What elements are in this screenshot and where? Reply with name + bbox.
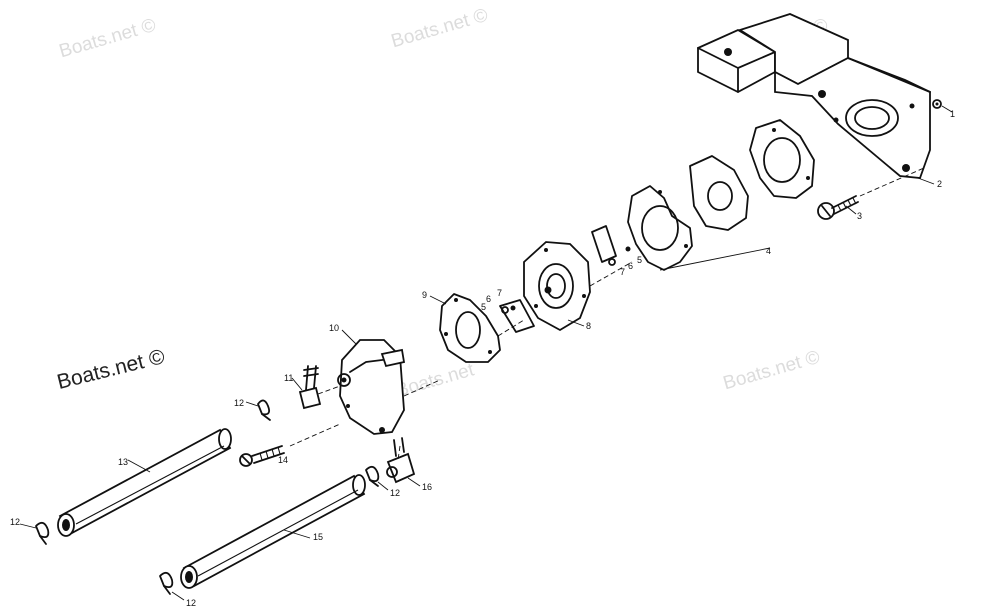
callout-8: 8 [586,321,592,331]
callout-11: 11 [284,373,294,383]
callout-9: 9 [422,290,428,300]
fuel-hose-long [180,474,366,589]
callout-7: 7 [497,288,503,298]
callout-5: 5 [481,302,487,312]
pump-housing [337,339,406,435]
callout-5: 5 [637,255,643,265]
gasket-set [627,119,815,271]
callout-1: 1 [950,109,956,119]
callout-7: 7 [620,267,626,277]
mounting-bracket [697,13,931,179]
pin-spring-hardware [499,225,631,333]
callout-10: 10 [329,323,340,333]
hose-clamp [257,399,271,421]
callout-15: 15 [313,532,324,542]
callout-2: 2 [937,179,943,189]
callout-6: 6 [628,261,634,271]
nut [932,99,942,109]
hose-clamp [365,465,380,487]
hose-clamp [159,571,174,595]
callout-12: 12 [390,488,401,498]
callout-14: 14 [278,455,289,465]
elbow-fitting [298,365,322,410]
hose-clamp [35,521,50,545]
callout-12: 12 [10,517,21,527]
callout-3: 3 [857,211,863,221]
callout-6: 6 [486,294,492,304]
fitting [386,437,416,484]
pump-gasket [439,293,501,363]
callout-12: 12 [234,398,245,408]
fuel-hose-short [57,428,232,537]
callout-12: 12 [186,598,197,608]
screw [817,195,859,220]
callout-16: 16 [422,482,433,492]
callout-4: 4 [766,246,772,256]
callout-13: 13 [118,457,129,467]
pump-body [523,241,591,332]
